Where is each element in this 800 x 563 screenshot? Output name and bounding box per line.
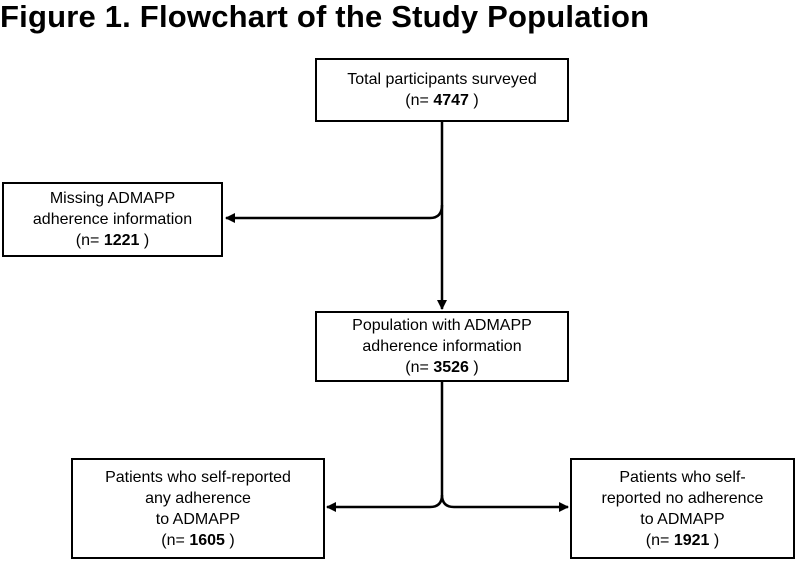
node-label: Population with ADMAPP — [352, 317, 532, 334]
node-label: adherence information — [362, 338, 522, 355]
node-total-participants: Total participants surveyed (n= 4747 ) — [315, 58, 569, 122]
node-label: adherence information — [32, 211, 193, 228]
node-label: Total participants surveyed — [347, 71, 537, 88]
node-missing-information: Missing ADMAPP adherence information (n=… — [2, 182, 223, 257]
node-count: (n= 4747 ) — [405, 92, 479, 109]
edge-total-to-missing — [225, 204, 444, 223]
node-label: any adherence — [145, 489, 251, 507]
node-any-adherence: Patients who self-reported any adherence… — [71, 458, 325, 559]
node-count: (n= 1921 ) — [645, 531, 720, 549]
figure-title: Figure 1. Flowchart of the Study Populat… — [0, 0, 650, 34]
node-count: (n= 1221 ) — [75, 232, 150, 249]
node-label: Patients who self-reported — [105, 468, 291, 486]
edge-population-to-any — [326, 494, 444, 512]
node-label: Patients who self- — [619, 468, 746, 486]
node-count: (n= 1605 ) — [161, 531, 235, 549]
node-label: Missing ADMAPP — [49, 190, 176, 207]
edge-population-to-no — [440, 494, 569, 512]
node-population-with-information: Population with ADMAPP adherence informa… — [315, 311, 569, 382]
node-label: reported no adherence — [601, 489, 764, 507]
node-count: (n= 3526 ) — [405, 359, 479, 376]
node-no-adherence: Patients who self- reported no adherence… — [570, 458, 795, 559]
node-label: to ADMAPP — [155, 510, 241, 528]
node-label: to ADMAPP — [640, 510, 725, 528]
